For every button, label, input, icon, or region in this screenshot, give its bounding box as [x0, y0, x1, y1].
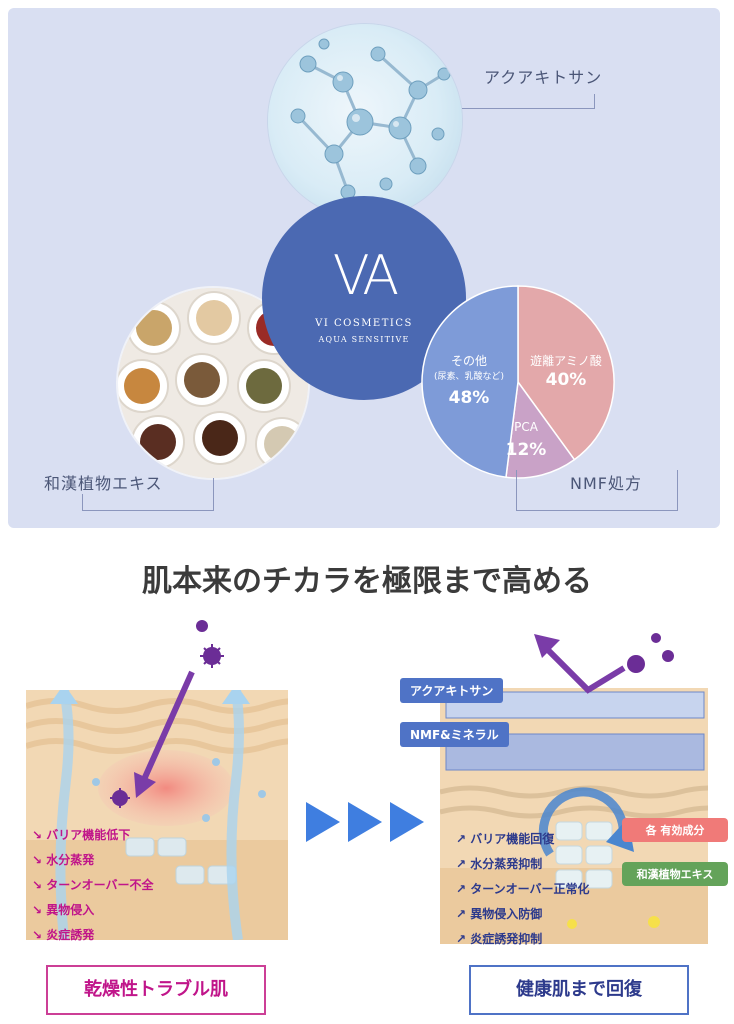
- benefit-item: ↗ バリア機能回復: [456, 832, 555, 846]
- chitosan-tag: アクアキトサン: [400, 678, 504, 703]
- herb-extract-pill: 和漢植物エキス: [622, 862, 728, 886]
- blocked-substance-arrow: [534, 633, 674, 694]
- pie-label-amino: 遊離アミノ酸: [530, 354, 602, 368]
- pie-label-other: その他: [450, 354, 487, 368]
- dry-skin-label: 乾燥性トラブル肌: [46, 965, 266, 1015]
- pie-value-amino: 40%: [545, 370, 587, 390]
- healthy-skin-label: 健康肌まで回復: [469, 965, 689, 1015]
- ingredients-pill: 各 有効成分: [622, 818, 728, 842]
- herb-callout: 和漢植物エキス: [44, 470, 167, 494]
- nmf-pie-chart: [421, 285, 615, 479]
- chitosan-molecule-image: [268, 24, 462, 218]
- benefit-item: ↗ ターンオーバー正常化: [456, 882, 590, 896]
- dry-skin-diagram: [26, 690, 288, 940]
- benefit-item: ↗ 水分蒸発抑制: [456, 857, 543, 871]
- brand-name: VI COSMETICS: [315, 318, 413, 329]
- chitosan-callout: アクアキトサン: [484, 68, 603, 87]
- nmf-callout: NMF処方: [566, 470, 646, 494]
- herbal-extract-image: [118, 288, 308, 478]
- progress-arrows: [306, 802, 424, 842]
- brand-line: AQUA SENSITIVE: [318, 335, 410, 344]
- symptom-item: ↘ バリア機能低下: [32, 828, 131, 842]
- symptom-item: ↘ ターンオーバー不全: [32, 878, 154, 892]
- benefit-item: ↗ 異物侵入防御: [456, 907, 543, 921]
- pie-value-other: 48%: [448, 388, 490, 408]
- pie-slice-1: [505, 380, 576, 479]
- herb-leader-line: [82, 478, 214, 511]
- page-heading: 肌本来のチカラを極限まで高める: [142, 564, 592, 599]
- nmf-mineral-tag: NMF&ミネラル: [400, 722, 509, 747]
- pie-slice-2: [421, 285, 519, 479]
- nmf-leader-line: [516, 470, 678, 511]
- symptom-item: ↘ 異物侵入: [32, 903, 95, 917]
- symptom-item: ↘ 水分蒸発: [32, 853, 95, 867]
- pie-label-pca: PCA: [514, 420, 538, 434]
- symptom-item: ↘ 炎症誘発: [32, 928, 95, 942]
- brand-mark: VA: [332, 244, 399, 307]
- pie-slice-0: [517, 285, 615, 461]
- benefit-item: ↗ 炎症誘発抑制: [456, 932, 543, 946]
- foreign-substance-arrow: [110, 620, 224, 808]
- chitosan-leader-line: [462, 94, 595, 109]
- pie-value-pca: 12%: [505, 440, 547, 460]
- pie-sublabel-other: (尿素、乳酸など): [433, 372, 505, 382]
